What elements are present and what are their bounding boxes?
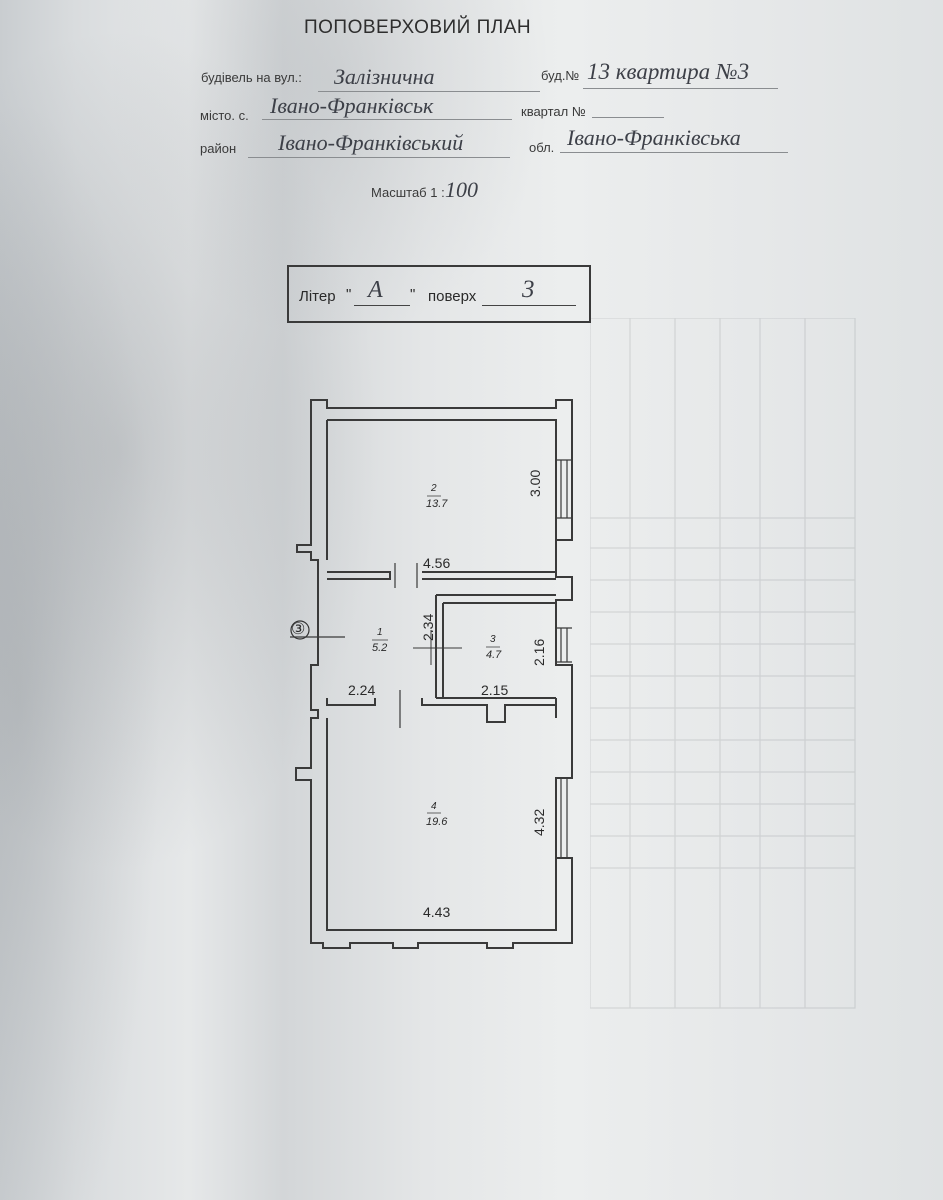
street-underline — [318, 91, 540, 92]
room-2-area: 13.7 — [426, 498, 448, 510]
partition-2-1 — [327, 571, 556, 580]
page-title: ПОПОВЕРХОВИЙ ПЛАН — [304, 17, 532, 38]
axis-cross-1 — [413, 630, 462, 665]
entrance-marker-circle — [290, 620, 310, 640]
liter-label: Літер — [299, 288, 336, 305]
dim-room1-height: 2.34 — [420, 613, 436, 641]
floor-box — [287, 265, 591, 323]
building-value: 13 квартира №3 — [587, 59, 750, 84]
scale-label: Масштаб 1 : — [371, 185, 445, 200]
outer-wall — [295, 399, 573, 949]
show-through-table — [590, 318, 856, 1009]
window-room3 — [556, 627, 572, 663]
district-value: Івано-Франківський — [278, 130, 464, 155]
dim-room3-height: 2.16 — [531, 638, 547, 666]
scale-value: 100 — [445, 177, 478, 202]
room-1-area: 5.2 — [372, 642, 388, 654]
partition-1-4 — [326, 698, 557, 723]
building-label: буд.№ — [541, 68, 580, 83]
floor-underline — [482, 305, 576, 306]
dim-room2-width: 4.56 — [423, 555, 451, 571]
city-underline — [262, 119, 512, 120]
liter-quote-open: " — [346, 286, 352, 303]
window-room4 — [556, 777, 572, 859]
region-underline — [560, 152, 788, 153]
dim-room4-width: 4.43 — [423, 904, 451, 920]
room-4-area: 19.6 — [426, 816, 448, 828]
block-label: квартал № — [521, 104, 586, 119]
dim-room1-width: 2.24 — [348, 682, 376, 698]
region-value: Івано-Франківська — [567, 125, 741, 150]
inner-wall-room4 — [326, 705, 557, 931]
district-label: район — [200, 141, 237, 156]
district-underline — [248, 157, 510, 158]
inner-wall-room2 — [326, 419, 557, 560]
window-room2 — [556, 459, 572, 519]
dim-room2-height: 3.00 — [527, 469, 543, 497]
room-4-number: 4 — [431, 801, 437, 812]
room-3-area: 4.7 — [486, 649, 502, 661]
room-2-number: 2 — [431, 483, 437, 494]
floor-label: поверх — [428, 288, 477, 305]
entrance-marker: ③ — [291, 621, 306, 638]
liter-quote-close: " — [410, 286, 416, 303]
room-3-number: 3 — [490, 634, 496, 645]
door-ticks — [394, 563, 418, 728]
region-label: обл. — [529, 140, 555, 155]
city-label: місто. с. — [200, 108, 249, 123]
building-underline — [583, 88, 778, 89]
liter-value: А — [368, 277, 383, 303]
dim-room4-height: 4.32 — [531, 808, 547, 836]
floor-value: 3 — [522, 276, 535, 303]
city-value: Івано-Франківськ — [270, 93, 434, 118]
partition-room3 — [435, 594, 556, 699]
street-label: будівель на вул.: — [201, 70, 302, 85]
room-1-number: 1 — [377, 627, 383, 638]
liter-underline — [354, 305, 410, 306]
block-underline — [592, 117, 664, 118]
dim-room3-width: 2.15 — [481, 682, 509, 698]
street-value: Залізнична — [334, 64, 435, 89]
